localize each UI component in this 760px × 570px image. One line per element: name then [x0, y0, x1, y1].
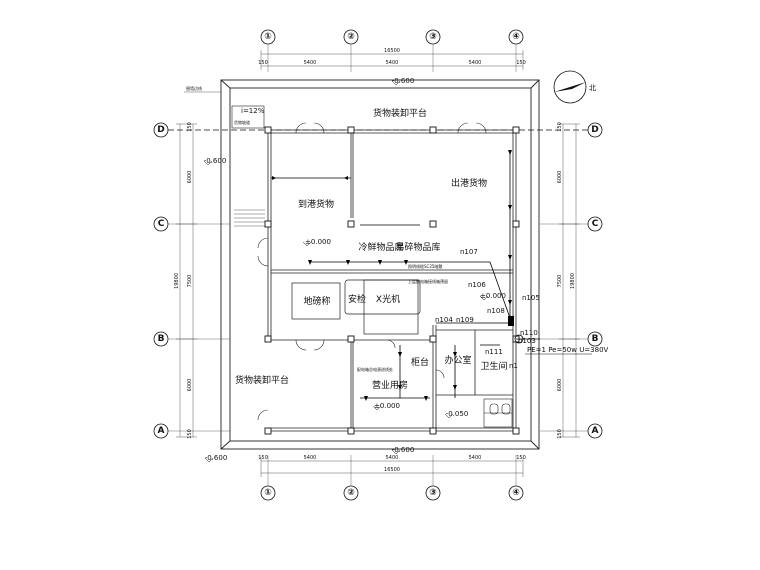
circuit-n104: n104 [435, 316, 453, 324]
grid-col-2-bottom: ② [347, 488, 355, 498]
grid-row-b-left: B [158, 334, 165, 344]
circuit-n1: n1 [509, 362, 518, 370]
grid-row-c-right: C [592, 219, 599, 229]
panel-note: 配电箱总电源进线处 [357, 366, 393, 372]
circuit-n110: n110 [520, 329, 538, 337]
toilet-fixtures [483, 398, 513, 428]
dim-right-row-bottom: 6000 [557, 379, 563, 392]
ramp-hatch [234, 209, 265, 227]
level-floor-arrival: ±0.000 [305, 238, 331, 246]
dim-bottom-total: 16500 [384, 467, 400, 473]
circuit-n108: n108 [487, 307, 505, 315]
grid-row-c-left: C [158, 219, 165, 229]
dim-right-row-top: 6000 [557, 171, 563, 184]
room-loading-platform-left: 货物装卸平台 [235, 374, 289, 386]
room-departure-goods: 出港货物 [451, 177, 487, 189]
conduit-note-1: 照明线缆SC25暗敷 [408, 263, 442, 269]
grid-col-1-top: ① [264, 32, 272, 42]
grid-col-4-top: ④ [512, 32, 520, 42]
electrical-wiring [271, 150, 540, 399]
room-office: 办公室 [444, 354, 471, 366]
grid-row-b-right: B [592, 334, 599, 344]
dim-left-row-bottom: 6000 [187, 379, 193, 392]
panel-symbol [514, 334, 524, 344]
light-fixtures [272, 150, 514, 401]
dim-bottom-edge-left: 150 [258, 455, 268, 461]
ramp-top-left [231, 105, 265, 129]
building-walls [267, 129, 517, 432]
circuit-n107: n107 [460, 248, 478, 256]
room-fragile-storage: 易碎物品库 [395, 241, 440, 253]
level-step: -0.050 [446, 410, 469, 418]
dim-left-total: 19800 [174, 273, 180, 289]
dim-left-row-top: 6000 [187, 171, 193, 184]
dim-top-bay-2: 5400 [386, 60, 399, 66]
dim-bottom-edge-right: 150 [516, 455, 526, 461]
dim-right-edge-bottom: 150 [557, 429, 563, 439]
circuit-n103: n103 [518, 337, 536, 345]
dim-right-total: 19800 [570, 273, 576, 289]
north-label: 北 [589, 84, 596, 92]
circuit-n109: n109 [456, 316, 474, 324]
ramp-slope: i=12% [241, 107, 265, 115]
equipment [291, 279, 421, 335]
conduit-note-2: 上层配电箱接线箱预留 [408, 278, 448, 284]
structural-columns [264, 126, 520, 435]
grid-col-4-bottom: ④ [512, 488, 520, 498]
room-loading-platform-top: 货物装卸平台 [373, 107, 427, 119]
level-outside-top: -0.600 [392, 77, 415, 85]
level-floor-office: ±0.000 [374, 402, 400, 410]
grid-row-d-right: D [591, 125, 598, 135]
grid-col-2-top: ② [347, 32, 355, 42]
grid-col-1-bottom: ① [264, 488, 272, 498]
level-outside-bottom-left: -0.600 [205, 454, 228, 462]
grid-row-a-left: A [158, 426, 165, 436]
circuit-n111: n111 [485, 348, 503, 356]
grid-row-a-right: A [592, 426, 599, 436]
dim-left-row-mid: 7500 [187, 275, 193, 288]
grid-col-3-top: ③ [429, 32, 437, 42]
room-counter: 柜台 [411, 356, 429, 368]
dim-bottom-bay-3: 5400 [469, 455, 482, 461]
dim-top-bay-1: 5400 [304, 60, 317, 66]
level-floor-right: ±0.000 [480, 292, 506, 300]
dimension-lines [176, 50, 580, 477]
dim-top-bay-3: 5400 [469, 60, 482, 66]
room-weighbridge: 地磅称 [303, 295, 330, 307]
room-toilet: 卫生间 [480, 360, 507, 372]
circuit-n105: n105 [522, 294, 540, 302]
room-security-check: 安检 [348, 293, 366, 305]
level-markers [203, 80, 489, 463]
ramp-label: 货物坡道 [234, 119, 250, 125]
door-swings [257, 122, 487, 421]
level-outside-left: -0.600 [204, 157, 227, 165]
room-business: 营业用房 [372, 379, 408, 391]
grid-col-3-bottom: ③ [429, 488, 437, 498]
north-arrow-icon [553, 70, 587, 104]
dim-left-edge-top: 150 [187, 122, 193, 132]
dim-top-edge-left: 150 [258, 60, 268, 66]
circuit-n106: n106 [468, 281, 486, 289]
room-cold-storage: 冷鲜物品库 [358, 241, 403, 253]
dim-bottom-bay-2: 5400 [386, 455, 399, 461]
dim-right-row-mid: 7500 [557, 275, 563, 288]
platform-outline [220, 79, 540, 450]
dim-right-edge-top: 150 [557, 122, 563, 132]
dim-bottom-bay-1: 5400 [304, 455, 317, 461]
room-arrival-goods: 到港货物 [298, 198, 334, 210]
border-note: 围墙边线 [186, 85, 202, 91]
dim-top-edge-right: 150 [516, 60, 526, 66]
dim-left-edge-bottom: 150 [187, 429, 193, 439]
dim-top-total: 16500 [384, 48, 400, 54]
room-xray: X光机 [376, 293, 400, 305]
grid-row-d-left: D [157, 125, 164, 135]
power-spec: PE=1 Pe=50w U=380V [527, 346, 609, 354]
level-outside-bottom: -0.600 [392, 446, 415, 454]
